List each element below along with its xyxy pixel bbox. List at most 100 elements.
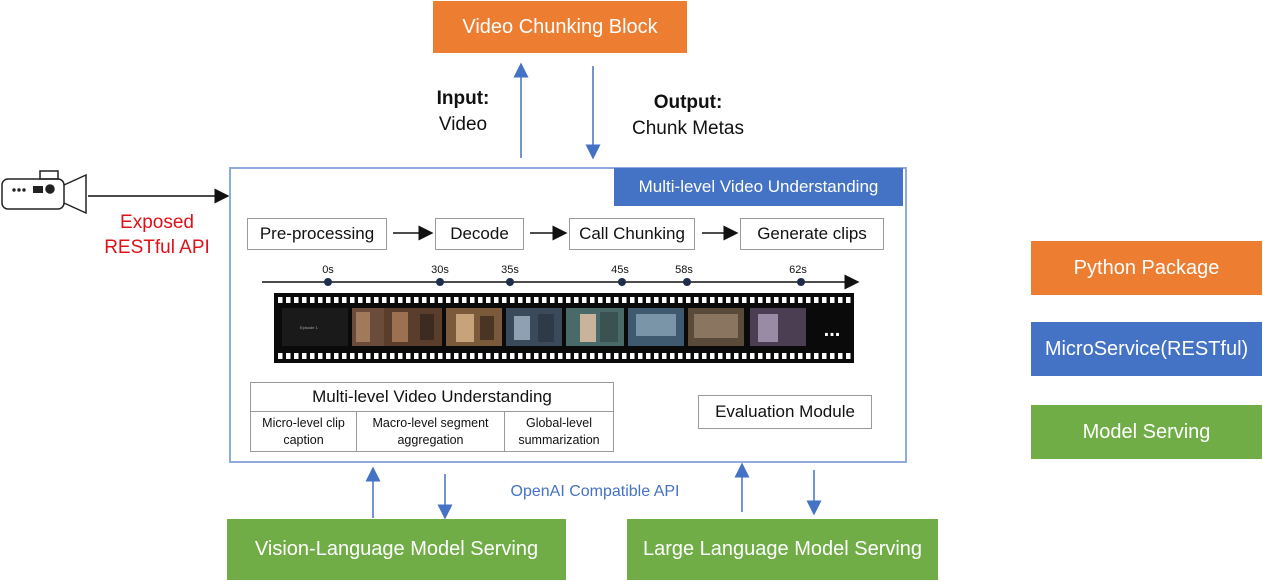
film-perforation [806,297,811,303]
pipeline-preprocessing: Pre-processing [247,218,387,250]
film-perforation [710,353,715,359]
film-perforation [294,353,299,359]
output-label: Output: Chunk Metas [610,90,766,142]
film-perforation [598,297,603,303]
film-perforation [438,297,443,303]
film-perforation [630,353,635,359]
film-perforation [846,353,851,359]
main-badge: Multi-level Video Understanding [614,168,903,206]
film-perforation [310,297,315,303]
timeline-ticks [324,278,805,286]
film-perforation [646,297,651,303]
film-perforation [654,353,659,359]
film-perforation [774,353,779,359]
film-perforation [646,353,651,359]
output-heading: Output: [653,92,723,113]
legend-model-serving: Model Serving [1031,405,1262,459]
film-perforation [534,353,539,359]
timeline-label-1: 30s [431,264,449,276]
frame-3 [384,308,442,346]
tick-35s [506,278,514,286]
film-perforation [358,297,363,303]
film-perforation [774,297,779,303]
film-perforation [278,353,283,359]
film-perforation [662,297,667,303]
frame-7 [628,308,684,346]
film-perforation [414,353,419,359]
mvu-cell-micro: Micro-level clip caption [251,412,357,451]
film-perforation [510,297,515,303]
film-perforation [390,353,395,359]
film-perforation [638,353,643,359]
film-perforation [670,353,675,359]
film-perforation [694,297,699,303]
film-perforation [302,297,307,303]
film-perforation [366,353,371,359]
film-perforation [654,297,659,303]
film-perforation [350,297,355,303]
film-perforation [502,297,507,303]
film-perforation [838,297,843,303]
video-chunking-block: Video Chunking Block [433,1,687,53]
film-perforation [478,353,483,359]
film-perforation [286,297,291,303]
film-perforation [302,353,307,359]
film-perforation [782,297,787,303]
film-perforation [494,353,499,359]
film-perforation [614,297,619,303]
tick-0s [324,278,332,286]
film-perforation [766,297,771,303]
film-perforation [830,353,835,359]
timeline-label-2: 35s [501,264,519,276]
frame-4 [446,308,502,346]
film-perforation [558,353,563,359]
film-perforation [814,297,819,303]
film-perforation [590,353,595,359]
film-perforation [326,353,331,359]
film-perforation [518,353,523,359]
film-perforation [478,297,483,303]
mvu-cell-macro: Macro-level segment aggregation [357,412,505,451]
film-perforation [374,297,379,303]
legend-python-package: Python Package [1031,241,1262,295]
mvu-table: Multi-level Video Understanding Micro-le… [250,382,614,452]
film-perforation [334,297,339,303]
film-perforation [278,297,283,303]
frame-6 [566,308,624,346]
film-perforation [678,297,683,303]
film-perforation [454,353,459,359]
film-perforation [310,353,315,359]
film-perforation [750,297,755,303]
film-perforation [558,297,563,303]
film-perforation [366,297,371,303]
vlm-serving: Vision-Language Model Serving [227,519,566,580]
film-perforation [406,353,411,359]
film-perforation [734,297,739,303]
exposed-api-line2: RESTful API [104,237,210,258]
film-perforation [550,297,555,303]
film-perforation [822,297,827,303]
film-perforation [582,297,587,303]
film-perforation [574,353,579,359]
film-perforation [398,297,403,303]
film-perforation [390,297,395,303]
film-perforation [462,353,467,359]
input-heading: Input: [436,88,490,109]
film-perforation [758,297,763,303]
film-perforation [318,353,323,359]
film-perforation [510,353,515,359]
film-perforation [718,297,723,303]
film-perforation [374,353,379,359]
film-perforation [566,297,571,303]
film-perforation [742,297,747,303]
timeline-label-4: 58s [675,264,693,276]
openai-api-label: OpenAI Compatible API [510,483,680,500]
film-perforation [710,297,715,303]
film-perforation [486,297,491,303]
exposed-api-label: Exposed RESTful API [82,210,232,260]
tick-45s [618,278,626,286]
film-perforation [622,353,627,359]
film-perforation [494,297,499,303]
film-perforation [574,297,579,303]
